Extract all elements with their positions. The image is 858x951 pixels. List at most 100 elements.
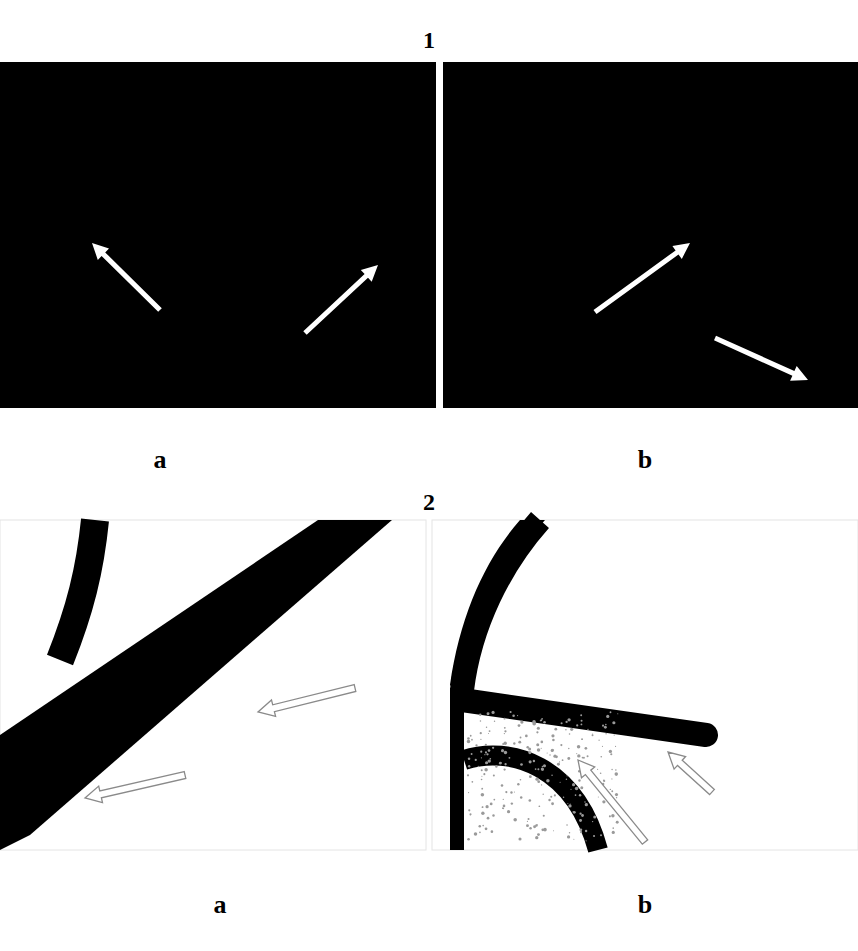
speckle-dot bbox=[563, 796, 565, 798]
speckle-dot bbox=[611, 790, 613, 792]
speckle-dot bbox=[468, 765, 470, 767]
speckle-dot bbox=[557, 763, 560, 766]
speckle-dot bbox=[518, 838, 521, 841]
speckle-dot bbox=[479, 825, 482, 828]
speckle-dot bbox=[554, 728, 557, 731]
speckle-dot bbox=[550, 796, 552, 798]
speckle-dot bbox=[502, 743, 504, 745]
speckle-dot bbox=[475, 759, 477, 761]
speckle-dot bbox=[527, 818, 529, 820]
speckle-dot bbox=[573, 811, 576, 814]
speckle-dot bbox=[579, 794, 581, 796]
speckle-dot bbox=[576, 753, 577, 754]
speckle-dot bbox=[566, 779, 567, 780]
speckle-dot bbox=[504, 727, 506, 729]
speckle-dot bbox=[585, 840, 586, 841]
speckle-dot bbox=[551, 749, 554, 752]
speckle-dot bbox=[486, 727, 487, 728]
speckle-dot bbox=[487, 712, 490, 715]
speckle-dot bbox=[547, 752, 548, 753]
dark-band bbox=[60, 520, 95, 660]
speckle-dot bbox=[553, 755, 556, 758]
speckle-dot bbox=[468, 809, 470, 811]
speckle-dot bbox=[580, 786, 583, 789]
speckle-dot bbox=[600, 772, 602, 774]
speckle-dot bbox=[529, 760, 532, 763]
speckle-dot bbox=[470, 814, 471, 815]
speckle-dot bbox=[565, 729, 567, 731]
speckle-dot bbox=[585, 830, 587, 832]
speckle-dot bbox=[468, 758, 471, 761]
speckle-dot bbox=[481, 757, 482, 758]
speckle-dot bbox=[529, 775, 532, 778]
speckle-dot bbox=[611, 778, 612, 779]
speckle-dot bbox=[543, 815, 545, 817]
speckle-dot bbox=[488, 749, 491, 752]
speckle-dot bbox=[475, 744, 477, 746]
speckle-dot bbox=[560, 744, 562, 746]
speckle-dot bbox=[604, 780, 606, 782]
speckle-dot bbox=[593, 835, 595, 837]
speckle-dot bbox=[526, 746, 529, 749]
speckle-dot bbox=[543, 794, 544, 795]
pointer-arrow bbox=[714, 336, 808, 381]
speckle-dot bbox=[598, 797, 599, 798]
speckle-dot bbox=[579, 819, 582, 822]
speckle-dot bbox=[528, 751, 531, 754]
speckle-dot bbox=[481, 779, 483, 781]
speckle-dot bbox=[467, 838, 470, 841]
speckle-dot bbox=[513, 818, 517, 822]
speckle-dot bbox=[480, 739, 481, 740]
speckle-dot bbox=[612, 721, 615, 724]
speckle-dot bbox=[614, 734, 615, 735]
panel-letter: b bbox=[638, 445, 652, 475]
speckle-dot bbox=[600, 756, 602, 758]
speckle-dot bbox=[616, 797, 617, 798]
speckle-dot bbox=[535, 836, 538, 839]
speckle-dot bbox=[474, 832, 478, 836]
speckle-dot bbox=[551, 734, 554, 737]
speckle-dot bbox=[560, 782, 561, 783]
speckle-dot bbox=[535, 777, 538, 780]
panel-letter: a bbox=[214, 890, 227, 920]
speckle-dot bbox=[565, 721, 567, 723]
speckle-dot bbox=[612, 831, 615, 834]
speckle-dot bbox=[492, 814, 494, 816]
micrograph-panel bbox=[432, 520, 858, 850]
speckle-dot bbox=[615, 793, 618, 796]
speckle-dot bbox=[501, 784, 504, 787]
speckle-dot bbox=[503, 768, 505, 770]
speckle-dot bbox=[507, 810, 510, 813]
speckle-dot bbox=[493, 775, 495, 777]
speckle-dot bbox=[490, 803, 493, 806]
speckle-dot bbox=[520, 763, 523, 766]
speckle-dot bbox=[469, 813, 471, 815]
panel-letter: a bbox=[154, 445, 167, 475]
speckle-dot bbox=[567, 757, 570, 760]
speckle-dot bbox=[600, 834, 602, 836]
speckle-dot bbox=[517, 715, 518, 716]
speckle-dot bbox=[612, 827, 614, 829]
speckle-dot bbox=[525, 735, 528, 738]
speckle-dot bbox=[581, 724, 583, 726]
speckle-dot bbox=[567, 803, 568, 804]
speckle-dot bbox=[488, 733, 489, 734]
speckle-dot bbox=[479, 714, 481, 716]
dark-band bbox=[462, 520, 540, 690]
speckle-dot bbox=[587, 729, 588, 730]
speckle-dot bbox=[467, 774, 469, 776]
speckle-dot bbox=[573, 839, 574, 840]
speckle-dot bbox=[597, 769, 598, 770]
speckle-dot bbox=[598, 739, 599, 740]
speckle-dot bbox=[504, 718, 506, 720]
speckle-dot bbox=[569, 733, 571, 735]
speckle-dot bbox=[533, 760, 535, 762]
speckle-dot bbox=[485, 805, 488, 808]
pointer-arrow bbox=[303, 265, 378, 335]
speckle-dot bbox=[540, 719, 542, 721]
speckle-dot bbox=[575, 787, 579, 791]
speckle-dot bbox=[520, 779, 522, 781]
figure-number: 2 bbox=[423, 489, 435, 516]
speckle-dot bbox=[572, 783, 575, 786]
